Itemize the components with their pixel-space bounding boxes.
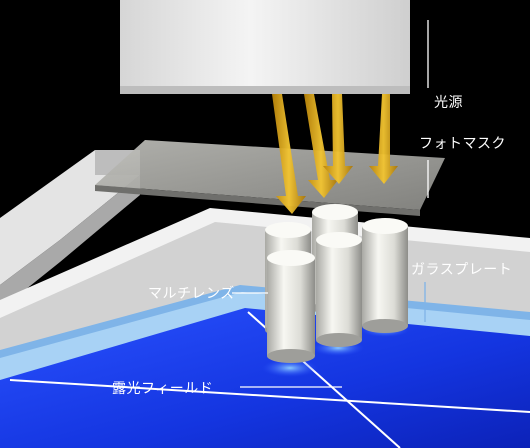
lens-cylinder bbox=[267, 250, 315, 363]
label-exposure-field: 露光フィールド bbox=[112, 381, 214, 397]
multi-lens-array bbox=[265, 204, 408, 363]
exposure-field bbox=[0, 308, 530, 448]
photomask bbox=[95, 140, 445, 216]
light-beams bbox=[272, 94, 398, 214]
lens-cylinder bbox=[316, 232, 362, 347]
light-source-block bbox=[120, 0, 410, 94]
label-photomask: フォトマスク bbox=[419, 136, 506, 152]
field-divider-horizontal bbox=[9, 379, 530, 413]
lens-cylinder bbox=[362, 218, 408, 333]
label-glass-plate: ガラスプレート bbox=[411, 262, 513, 278]
label-light-source: 光源 bbox=[434, 95, 463, 111]
label-multi-lens: マルチレンズ bbox=[148, 286, 235, 302]
leader-lines bbox=[232, 20, 429, 388]
